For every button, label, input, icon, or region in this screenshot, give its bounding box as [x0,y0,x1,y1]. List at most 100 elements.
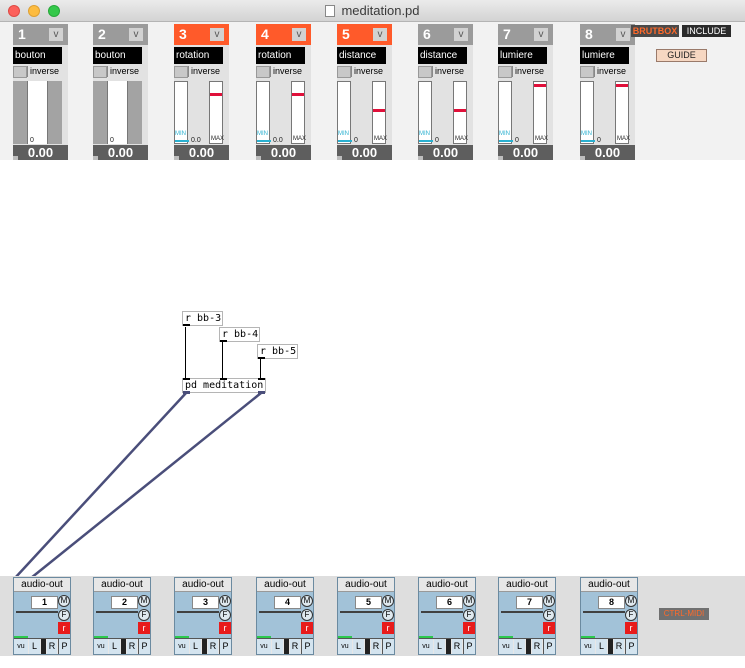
mute-button[interactable]: M [382,595,394,607]
channel-number[interactable]: 8 [598,596,625,609]
pan-fader[interactable] [202,639,207,654]
brutbox-button[interactable]: BRUTBOX [631,25,679,37]
channel-number[interactable]: 6 [436,596,463,609]
mute-button[interactable]: M [543,595,555,607]
value-display[interactable]: 0.00 [498,145,553,160]
channel-number[interactable]: 7 [516,596,543,609]
vu-button[interactable]: vu [581,636,595,654]
inlet[interactable] [183,378,190,380]
button-right-bar[interactable] [48,81,62,144]
outlet[interactable] [258,391,265,394]
slider-marker[interactable] [292,93,304,96]
record-button[interactable]: r [58,622,70,634]
p-button[interactable]: P [219,639,231,654]
outlet[interactable] [183,324,190,326]
vu-button[interactable]: vu [14,636,28,654]
inlet[interactable] [220,378,227,380]
p-button[interactable]: P [543,639,555,654]
receive-bb4-object[interactable]: r bb-4 [219,327,260,342]
p-button[interactable]: P [301,639,313,654]
inverse-toggle[interactable] [418,66,432,78]
p-button[interactable]: P [382,639,394,654]
pan-fader[interactable] [41,639,46,654]
vu-button[interactable]: vu [338,636,352,654]
outlet[interactable] [183,391,190,394]
value-display[interactable]: 0.00 [93,145,148,160]
inverse-toggle[interactable] [580,66,594,78]
channel-number[interactable]: 2 [111,596,138,609]
record-button[interactable]: r [625,622,637,634]
vu-button[interactable]: vu [94,636,108,654]
outlet[interactable] [220,340,227,342]
record-button[interactable]: r [463,622,475,634]
mute-button[interactable]: M [219,595,231,607]
pan-fader[interactable] [284,639,289,654]
slider-marker[interactable] [454,109,466,112]
pan-fader[interactable] [121,639,126,654]
value-display[interactable]: 0.00 [337,145,392,160]
record-button[interactable]: r [301,622,313,634]
inverse-toggle[interactable] [337,66,351,78]
input-slider[interactable]: MIN [256,81,271,144]
output-slider[interactable]: MAX [615,81,630,144]
slider-marker[interactable] [373,109,385,112]
guide-button[interactable]: GUIDE [656,49,707,62]
f-button[interactable]: F [625,609,637,621]
input-slider[interactable]: MIN [498,81,513,144]
mute-button[interactable]: M [58,595,70,607]
value-display[interactable]: 0.00 [580,145,635,160]
f-button[interactable]: F [58,609,70,621]
record-button[interactable]: r [543,622,555,634]
inverse-toggle[interactable] [174,66,188,78]
channel-number[interactable]: 3 [192,596,219,609]
mute-button[interactable]: M [301,595,313,607]
audio-cord-right[interactable] [30,392,262,579]
title-bar[interactable]: meditation.pd [0,0,745,22]
v-button[interactable]: v [292,28,306,41]
p-button[interactable]: P [463,639,475,654]
output-slider[interactable]: MAX [453,81,468,144]
input-slider[interactable]: MIN [174,81,189,144]
v-button[interactable]: v [616,28,630,41]
v-button[interactable]: v [49,28,63,41]
channel-number[interactable]: 5 [355,596,382,609]
p-button[interactable]: P [58,639,70,654]
value-display[interactable]: 0.00 [13,145,68,160]
p-button[interactable]: P [625,639,637,654]
slider-marker[interactable] [616,84,628,87]
f-button[interactable]: F [543,609,555,621]
button-left-bar[interactable] [13,81,27,144]
button-right-bar[interactable] [128,81,142,144]
inverse-toggle[interactable] [93,66,107,78]
v-button[interactable]: v [129,28,143,41]
include-button[interactable]: INCLUDE [682,25,731,37]
zoom-window-button[interactable] [48,5,60,17]
vu-button[interactable]: vu [175,636,189,654]
channel-number[interactable]: 4 [274,596,301,609]
output-slider[interactable]: MAX [372,81,387,144]
v-button[interactable]: v [454,28,468,41]
v-button[interactable]: v [373,28,387,41]
channel-number[interactable]: 1 [31,596,58,609]
output-slider[interactable]: MAX [291,81,306,144]
value-display[interactable]: 0.00 [418,145,473,160]
inverse-toggle[interactable] [256,66,270,78]
output-slider[interactable]: MAX [533,81,548,144]
button-left-bar[interactable] [93,81,107,144]
audio-cord-left[interactable] [14,392,187,579]
f-button[interactable]: F [219,609,231,621]
receive-bb5-object[interactable]: r bb-5 [257,344,298,359]
close-window-button[interactable] [8,5,20,17]
f-button[interactable]: F [382,609,394,621]
receive-bb3-object[interactable]: r bb-3 [182,311,223,326]
f-button[interactable]: F [301,609,313,621]
input-slider[interactable]: MIN [337,81,352,144]
outlet[interactable] [258,357,265,359]
ctrl-midi-button[interactable]: CTRL-MIDI [659,608,709,620]
record-button[interactable]: r [219,622,231,634]
slider-marker[interactable] [210,93,222,96]
